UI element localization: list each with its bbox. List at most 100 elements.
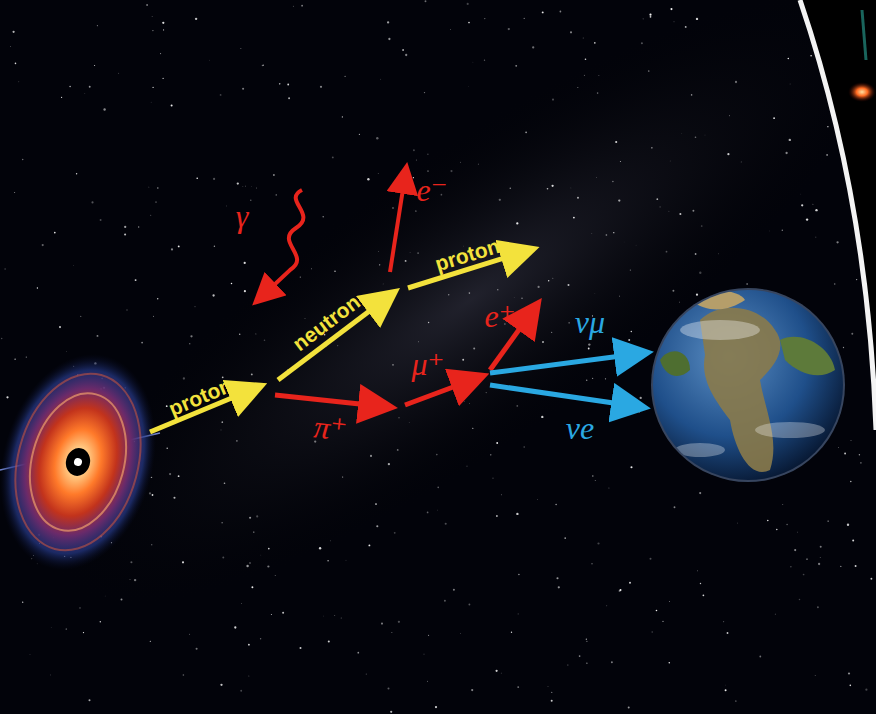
star bbox=[241, 603, 243, 605]
star bbox=[651, 631, 653, 633]
star bbox=[594, 480, 596, 482]
star bbox=[623, 241, 625, 243]
star bbox=[135, 279, 137, 281]
star bbox=[366, 673, 367, 674]
star bbox=[220, 429, 222, 431]
star bbox=[337, 345, 339, 347]
star bbox=[536, 499, 538, 501]
star bbox=[88, 699, 90, 701]
star bbox=[691, 94, 693, 96]
star bbox=[672, 290, 674, 292]
star bbox=[510, 187, 512, 189]
star bbox=[381, 623, 383, 625]
star bbox=[727, 153, 729, 155]
star bbox=[608, 487, 609, 488]
star bbox=[194, 306, 196, 308]
star bbox=[695, 253, 697, 255]
star bbox=[437, 509, 439, 511]
star bbox=[37, 287, 38, 288]
star bbox=[237, 182, 239, 184]
star bbox=[620, 161, 621, 162]
star bbox=[22, 602, 23, 603]
star bbox=[152, 30, 153, 31]
photon-label: γ bbox=[236, 200, 249, 232]
star bbox=[735, 700, 736, 701]
star bbox=[377, 173, 379, 175]
star bbox=[79, 607, 80, 608]
star bbox=[96, 25, 98, 27]
star bbox=[178, 475, 180, 477]
star bbox=[234, 626, 236, 628]
star bbox=[718, 253, 720, 255]
star bbox=[173, 497, 175, 499]
star bbox=[126, 309, 127, 310]
star bbox=[141, 342, 143, 344]
star bbox=[737, 522, 739, 524]
star bbox=[674, 506, 676, 508]
star bbox=[66, 628, 67, 629]
star bbox=[605, 378, 606, 379]
star bbox=[484, 18, 485, 19]
star bbox=[342, 477, 343, 478]
star bbox=[328, 641, 330, 643]
star bbox=[15, 63, 17, 65]
star bbox=[495, 670, 497, 672]
star bbox=[240, 48, 242, 50]
star bbox=[727, 632, 729, 634]
star bbox=[560, 11, 562, 13]
star bbox=[130, 561, 132, 563]
star bbox=[472, 428, 473, 429]
star bbox=[357, 652, 359, 654]
star bbox=[169, 473, 171, 475]
star bbox=[818, 563, 820, 565]
star bbox=[450, 170, 452, 172]
star bbox=[505, 246, 506, 247]
star bbox=[547, 686, 549, 688]
star bbox=[656, 610, 658, 612]
star bbox=[301, 5, 303, 7]
star bbox=[641, 42, 643, 44]
star bbox=[548, 280, 549, 281]
star bbox=[513, 297, 515, 299]
star bbox=[292, 5, 294, 7]
star bbox=[492, 478, 493, 479]
star bbox=[555, 504, 556, 505]
star bbox=[248, 644, 250, 646]
star bbox=[466, 465, 468, 467]
star bbox=[282, 612, 284, 614]
star bbox=[256, 515, 258, 517]
star bbox=[405, 260, 407, 262]
star bbox=[387, 21, 389, 23]
star bbox=[847, 524, 849, 526]
star bbox=[859, 454, 860, 455]
star bbox=[150, 641, 151, 642]
star bbox=[155, 201, 156, 202]
star bbox=[789, 139, 791, 141]
star bbox=[150, 214, 152, 216]
star bbox=[611, 661, 613, 663]
star bbox=[827, 126, 828, 127]
star bbox=[242, 88, 244, 90]
star bbox=[18, 81, 20, 83]
star bbox=[511, 632, 512, 633]
star bbox=[436, 454, 438, 456]
star bbox=[629, 582, 631, 584]
star bbox=[613, 232, 614, 233]
star bbox=[586, 663, 587, 664]
star bbox=[515, 65, 517, 67]
star bbox=[656, 198, 658, 200]
star bbox=[650, 16, 652, 18]
star bbox=[723, 621, 725, 623]
star bbox=[69, 86, 70, 87]
star bbox=[417, 341, 419, 343]
star bbox=[701, 225, 703, 227]
star bbox=[594, 42, 596, 44]
star bbox=[330, 540, 332, 542]
star bbox=[416, 159, 417, 160]
star bbox=[552, 278, 553, 279]
star bbox=[516, 405, 518, 407]
star bbox=[152, 87, 153, 88]
star bbox=[84, 92, 86, 94]
star bbox=[118, 73, 119, 74]
star bbox=[425, 0, 427, 2]
